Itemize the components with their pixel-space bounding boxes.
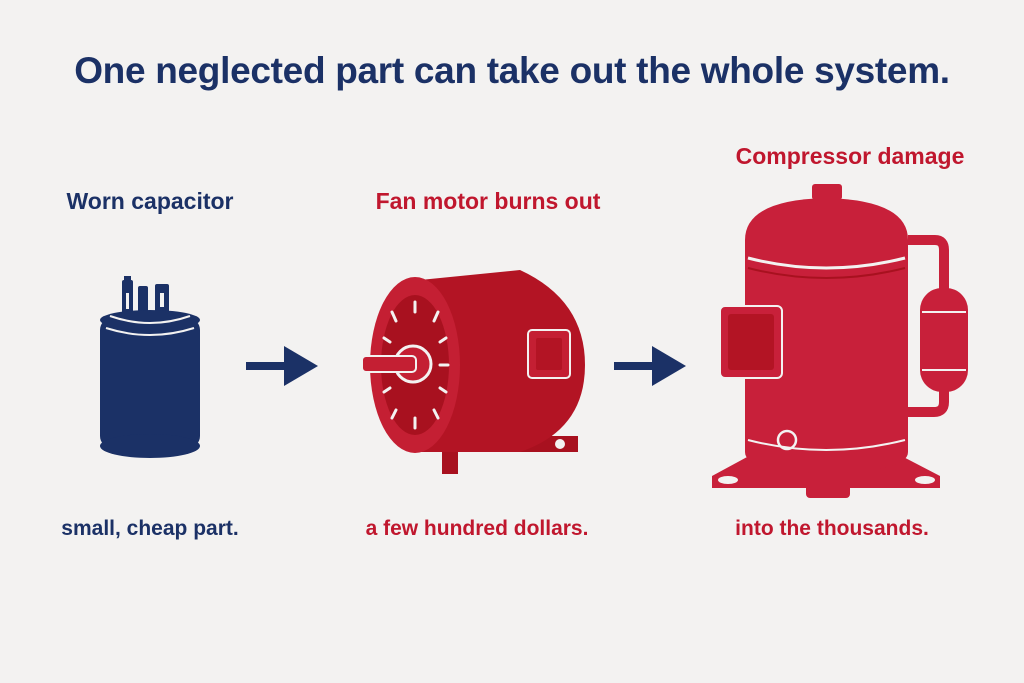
step-1-note: small, cheap part.: [61, 517, 239, 540]
step-2-note: a few hundred dollars.: [365, 517, 589, 540]
step-3-title: Compressor damage: [735, 143, 965, 169]
arrow-right-icon: [246, 346, 318, 386]
capacitor-icon: [100, 276, 200, 458]
step-1-title: Worn capacitor: [66, 188, 234, 214]
compressor-icon: [712, 184, 968, 498]
headline: One neglected part can take out the whol…: [74, 50, 950, 91]
arrow-right-icon: [614, 346, 686, 386]
fan-motor-icon: [361, 270, 585, 474]
step-3-note: into the thousands.: [735, 517, 929, 540]
step-2-title: Fan motor burns out: [375, 188, 601, 214]
